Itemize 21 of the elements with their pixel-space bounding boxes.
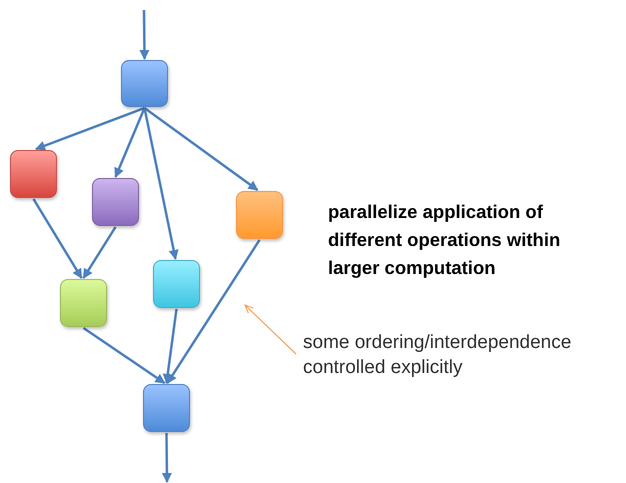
process-box: [10, 150, 57, 198]
process-box: [92, 178, 139, 226]
arrow: [32, 198, 83, 279]
arrow: [166, 239, 261, 384]
process-box: [121, 60, 168, 107]
process-box: [236, 191, 283, 239]
arrow: [162, 432, 172, 483]
arrow: [162, 308, 178, 384]
leader-line: [244, 304, 296, 354]
description-text: parallelize application of different operations within larger computation: [328, 200, 562, 280]
process-box: [60, 279, 107, 327]
arrow: [35, 106, 145, 150]
arrow: [114, 108, 146, 178]
arrow: [82, 326, 166, 384]
arrow: [143, 108, 179, 260]
arrow: [139, 10, 150, 60]
process-box: [143, 384, 190, 432]
annotation-text: some ordering/interdependence controlled explicitly: [303, 330, 623, 380]
process-box: [153, 260, 200, 308]
arrow: [144, 106, 258, 192]
arrow: [82, 226, 117, 279]
